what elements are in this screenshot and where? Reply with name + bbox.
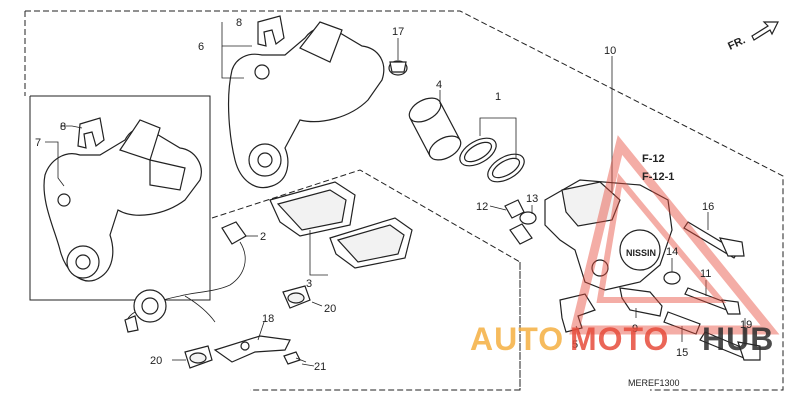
watermark-word-auto: AUTO	[470, 321, 564, 357]
washer-13	[509, 211, 537, 245]
bleed-cap-17	[388, 60, 408, 76]
grommet-20-upper	[282, 285, 311, 309]
frame-caliper-dashed	[211, 169, 521, 391]
callout-21: 21	[314, 361, 326, 373]
front-direction-arrow: FR.	[726, 21, 779, 53]
callout-16: 16	[702, 201, 714, 213]
callout-12: 12	[476, 201, 488, 213]
callout-11: 11	[700, 268, 711, 280]
callout-5: 5	[572, 339, 578, 351]
pad-retainer-5	[559, 293, 596, 333]
caliper-bracket-6	[227, 21, 385, 189]
ref-code-f12-1: F-12-1	[642, 171, 674, 183]
front-direction-label: FR.	[726, 34, 747, 52]
frame-outer-dashed	[25, 10, 784, 391]
callout-2: 2	[260, 231, 266, 243]
ref-code-f12: F-12	[642, 153, 665, 165]
callout-9: 9	[632, 323, 638, 335]
callout-1: 1	[495, 91, 501, 103]
leader-lines	[45, 22, 746, 367]
callout-3: 3	[306, 278, 312, 290]
callout-4: 4	[436, 79, 442, 91]
bolt-21	[283, 351, 307, 365]
pin-boot-9	[619, 287, 663, 317]
piston-seals-1	[459, 137, 525, 183]
brake-pads-3	[269, 181, 413, 269]
callout-10: 10	[604, 45, 616, 57]
callout-15: 15	[676, 347, 688, 359]
slide-pin-11	[684, 287, 741, 315]
pad-spring-clip-8-upper	[257, 15, 285, 47]
callout-20-upper: 20	[324, 303, 336, 315]
callout-20-lower: 20	[150, 355, 162, 367]
bleeder-screw-12	[504, 199, 525, 219]
callout-7: 7	[35, 137, 41, 149]
callout-8-lower: 8	[60, 121, 66, 133]
callout-8-upper: 8	[236, 17, 242, 29]
frame-solid-left	[29, 95, 211, 301]
watermark-word-moto: MOTO	[570, 321, 669, 357]
pin-boot-14	[663, 271, 681, 285]
watermark-word-hub: HUB	[702, 321, 774, 357]
caliper-bracket-7	[43, 119, 202, 282]
callout-18: 18	[262, 313, 274, 325]
callout-19: 19	[740, 319, 752, 331]
watermark-text: AUTO MOTO HUB	[470, 321, 774, 357]
diagram-ref-code: MEREF1300	[628, 378, 680, 388]
callout-17: 17	[392, 26, 404, 38]
grommet-20-lower	[184, 345, 213, 369]
caliper-logo: NISSIN	[626, 248, 656, 258]
speed-sensor-cable-2	[124, 221, 247, 333]
watermark-triangle	[569, 135, 780, 335]
callout-14: 14	[666, 246, 678, 258]
pad-spring-clip-8-lower	[77, 117, 105, 149]
callout-6: 6	[198, 41, 204, 53]
sleeve-15	[663, 311, 701, 335]
piston-4	[408, 97, 462, 161]
slide-pin-16	[683, 221, 745, 259]
callout-13: 13	[526, 193, 538, 205]
bolt-19	[699, 331, 761, 361]
cable-guide-18	[213, 335, 291, 363]
caliper-body-10: NISSIN	[544, 179, 673, 291]
